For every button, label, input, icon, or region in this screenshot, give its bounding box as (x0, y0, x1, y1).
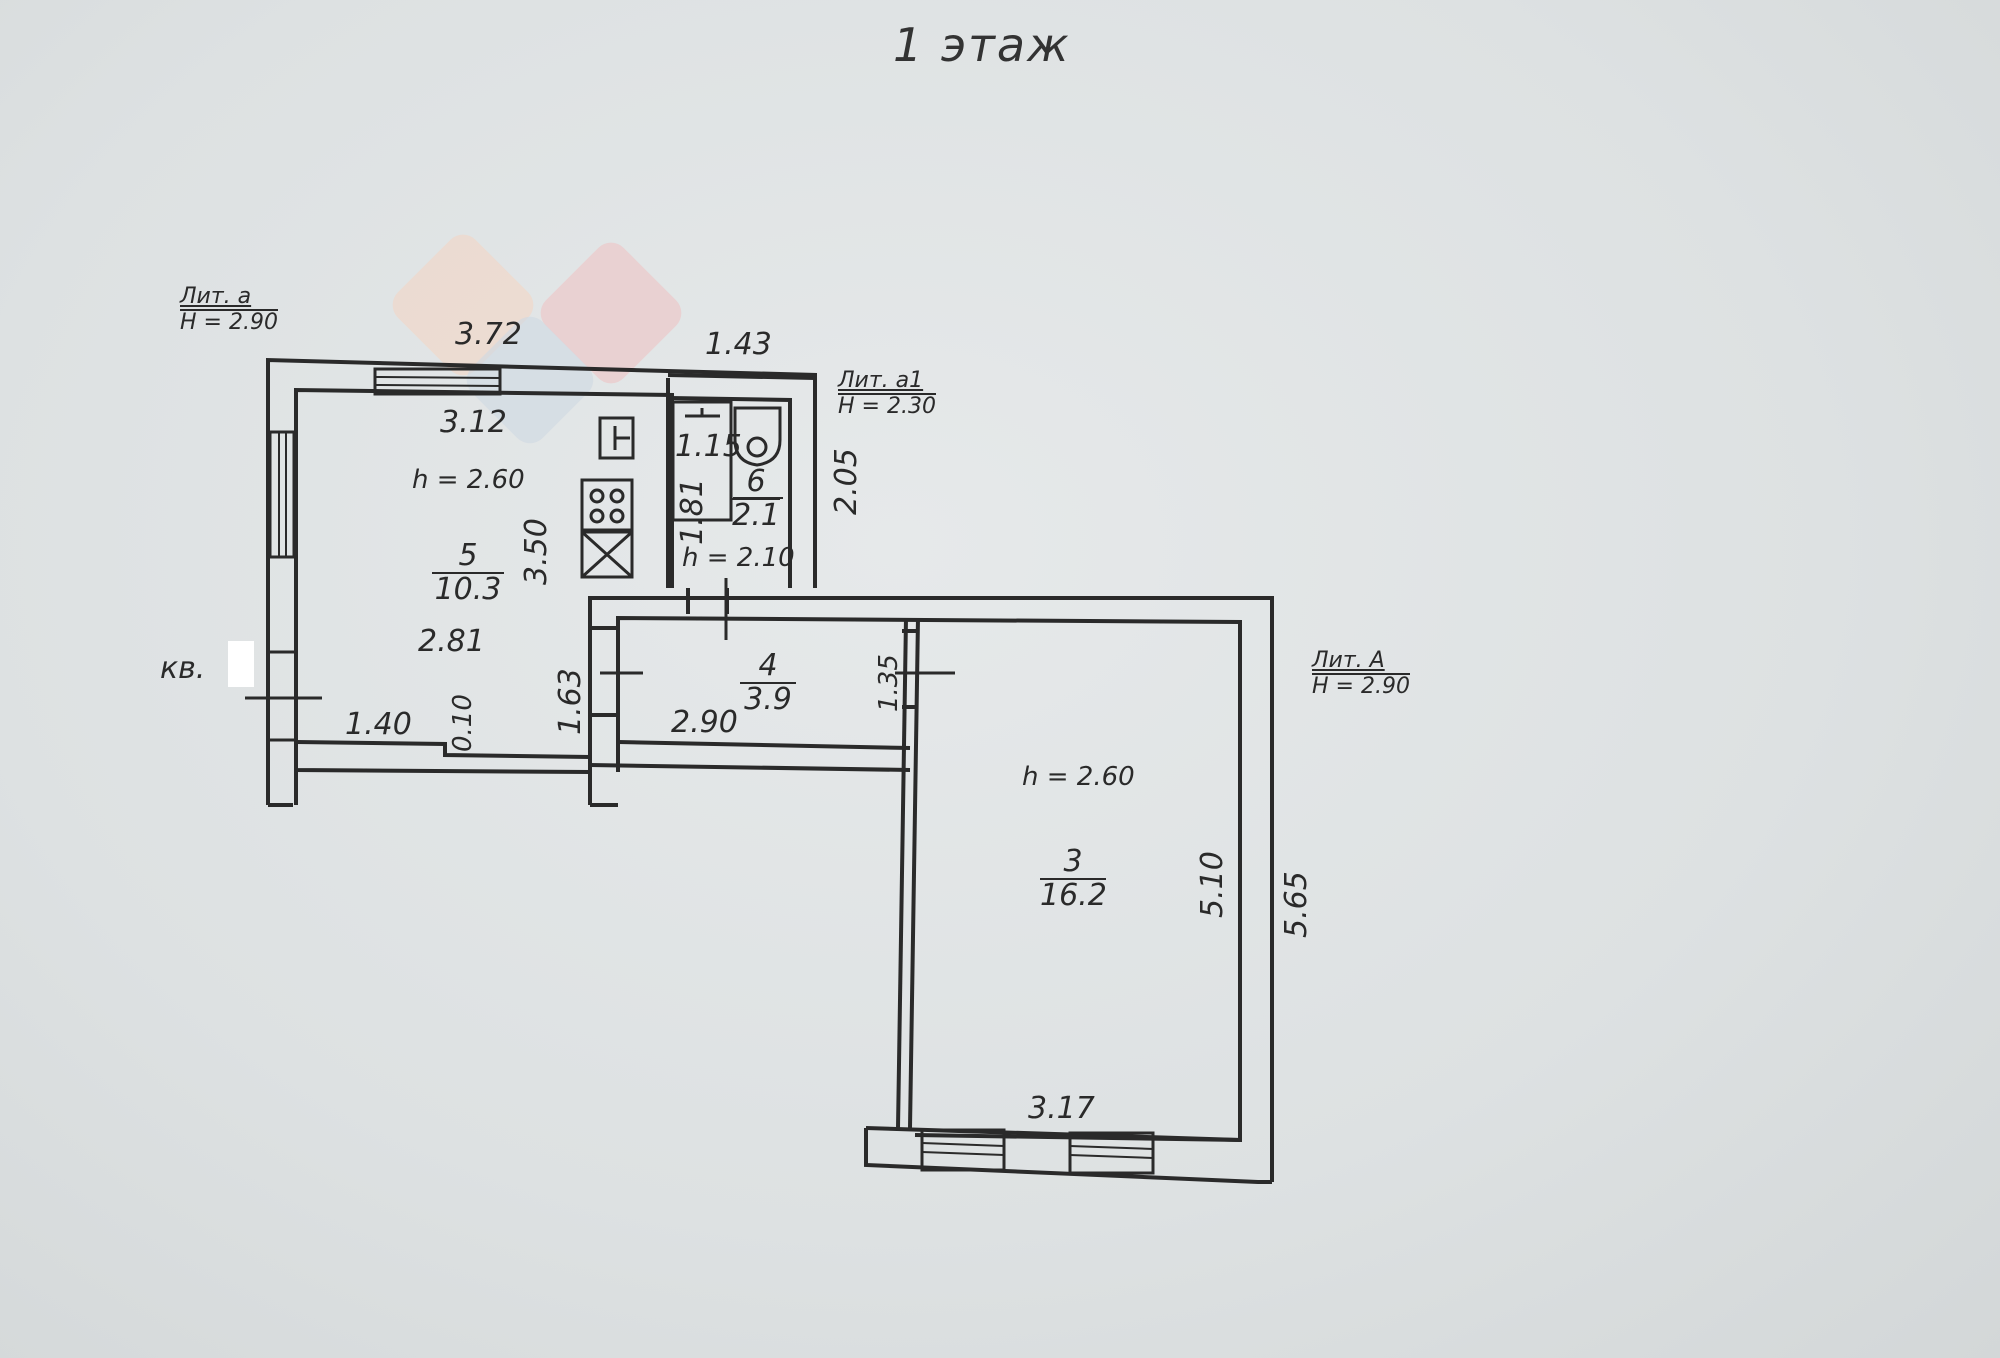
room-area: 16.2 (1040, 877, 1107, 913)
hall-outer-wall (588, 596, 1274, 1182)
sink-icon (598, 416, 635, 460)
room3-window-right (1068, 1131, 1155, 1175)
dim-bath-outer-side: 2.05 (829, 448, 864, 515)
kitchen-top-window (373, 367, 502, 396)
room-4-label: 4 3.9 (740, 650, 796, 715)
room-area: 2.1 (732, 497, 780, 533)
dim-kitchen-step: 0.10 (448, 694, 478, 752)
kitchen-left-window (268, 430, 296, 559)
kitchen-bottom-inner (295, 740, 591, 759)
redacted-apartment-number (228, 641, 254, 687)
partition-wall-left (896, 617, 908, 1129)
dim-room3-bottom: 3.17 (1028, 1091, 1095, 1126)
room-3-label: 3 16.2 (1040, 846, 1107, 913)
room-5-label: 5 10.3 (432, 540, 504, 605)
kitchen-ceiling-height: h = 2.60 (412, 465, 525, 495)
bath-ceiling-height: h = 2.10 (682, 543, 795, 573)
room3-ceiling-height: h = 2.60 (1022, 762, 1135, 792)
kitchen-bottom-wall-outer (294, 762, 591, 774)
dim-hall-width: 2.90 (671, 705, 738, 740)
dim-hall-side: 1.63 (553, 668, 588, 735)
dim-outer-top-kitchen: 3.72 (455, 317, 522, 352)
room-6-label: 6 2.1 (732, 466, 780, 531)
room-number: 5 (432, 540, 504, 574)
partition-wall-right (908, 617, 920, 1129)
dim-kitchen-width: 2.81 (418, 624, 485, 659)
dim-room3-outer-side: 5.65 (1279, 871, 1314, 938)
dim-inner-top-kitchen: 3.12 (440, 405, 507, 440)
dim-room3-inner-side: 5.10 (1195, 851, 1230, 918)
hall-inner-wall (616, 615, 1242, 1143)
toilet-icon (733, 406, 782, 467)
floor-title: 1 этаж (893, 18, 1071, 72)
dim-kitchen-height-side: 3.50 (519, 518, 554, 585)
room-area: 3.9 (744, 681, 792, 717)
dim-kitchen-bottom-segment: 1.40 (345, 707, 412, 742)
dim-outer-top-bath: 1.43 (705, 327, 772, 362)
room-number: 6 (732, 466, 780, 500)
lit-A-label: Лит. А H = 2.90 (1312, 648, 1410, 699)
stove-icon (580, 478, 634, 532)
room3-window-left (920, 1128, 1006, 1172)
dim-bath-depth: 1.81 (675, 478, 710, 545)
bathroom-inner-wall (669, 396, 792, 588)
lit-a1-label: Лит. а1 H = 2.30 (838, 368, 936, 419)
dim-bath-width: 1.15 (675, 429, 742, 464)
room3-bottom-wall (864, 1128, 1272, 1184)
bathtub-icon (671, 400, 733, 522)
lit-a-label: Лит. а H = 2.90 (180, 284, 278, 335)
room-number: 3 (1040, 846, 1106, 880)
bathroom-outer-wall (667, 373, 817, 588)
dim-hall-right: 1.35 (874, 654, 904, 712)
room-area: 10.3 (434, 571, 502, 607)
room-number: 4 (740, 650, 796, 684)
apartment-label: кв. (160, 651, 206, 686)
oven-icon (580, 530, 634, 579)
